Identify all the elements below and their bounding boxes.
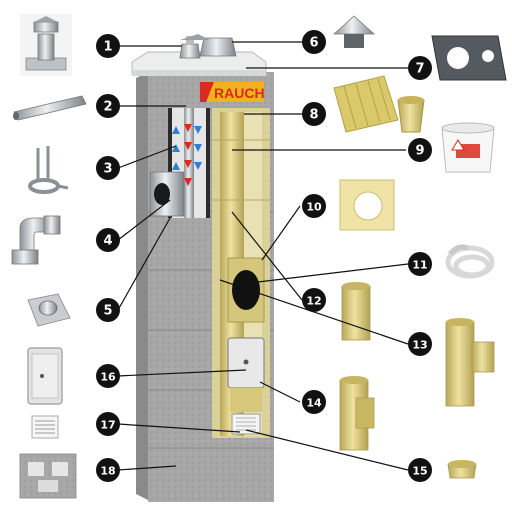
callout-badge-circle [302,390,326,414]
part-thumbnail-13 [445,318,495,407]
callout-number: 15 [412,465,427,478]
callout-badge-18: 18 [96,458,120,482]
rauch-logo: RAUCH [200,82,265,102]
part-thumbnail-5 [27,293,71,327]
chimney-side-face [136,72,148,500]
ventilation-grille [231,413,261,435]
callout-badge-circle [408,138,432,162]
callout-badge-2: 2 [96,94,120,118]
callout-number: 14 [306,397,322,410]
flue-opening [232,270,260,310]
callout-badge-circle [96,156,120,180]
part-thumbnail-8 [333,75,425,133]
callout-badge-circle [96,34,120,58]
callout-badge-16: 16 [96,364,120,388]
callout-badge-circle [408,458,432,482]
callout-number: 12 [306,295,321,308]
callout-badge-circle [302,194,326,218]
part-thumbnail-18 [19,453,77,499]
part-thumbnail-1 [20,14,72,76]
callout-badge-circle [96,228,120,252]
leader-lines [117,41,409,471]
brand-name: RAUCH [214,85,265,101]
callout-badge-8: 8 [302,102,326,126]
callout-number: 18 [100,465,115,478]
part-thumbnail-4 [11,215,61,265]
callout-badge-12: 12 [302,288,326,312]
callout-badge-11: 11 [408,252,432,276]
callout-number: 10 [306,201,322,214]
part-thumbnail-16 [27,347,63,405]
part-thumbnail-9 [441,122,495,173]
callout-badge-15: 15 [408,458,432,482]
callout-badge-4: 4 [96,228,120,252]
callout-badge-circle [408,56,432,80]
chimney-stack: RAUCH [131,34,274,502]
callout-badge-circle [408,332,432,356]
callout-badge-circle [96,94,120,118]
callout-badge-13: 13 [408,332,432,356]
chimney-top-pipe [179,34,237,59]
callout-badge-7: 7 [408,56,432,80]
part-thumbnail-14 [339,376,375,451]
callout-badge-6: 6 [302,30,326,54]
callout-number: 17 [100,419,115,432]
callout-badge-14: 14 [302,390,326,414]
part-thumbnail-2 [13,95,87,121]
callout-badge-circle [96,298,120,322]
part-thumbnail-6 [332,15,376,48]
callout-number: 16 [100,371,116,384]
callout-number: 7 [415,62,424,77]
part-thumbnail-12 [341,282,371,341]
callout-number: 4 [103,234,112,249]
callout-number: 3 [103,162,112,177]
callout-number: 5 [103,304,112,319]
callout-number: 8 [309,108,318,123]
callout-number: 11 [412,259,427,272]
callout-badge-17: 17 [96,412,120,436]
callout-number: 9 [415,144,424,159]
callout-badge-1: 1 [96,34,120,58]
callout-number: 13 [412,339,427,352]
callout-number: 6 [309,36,318,51]
part-thumbnail-17 [31,415,59,439]
part-thumbnail-11 [445,244,495,279]
callout-badge-circle [302,30,326,54]
part-thumbnail-10 [339,179,395,231]
part-thumbnail-3 [28,146,69,194]
callout-badge-9: 9 [408,138,432,162]
callout-badge-circle [96,364,120,388]
part-thumbnail-7 [431,35,507,81]
callout-badge-circle [302,102,326,126]
part-thumbnail-15 [447,460,477,479]
callout-badge-circle [96,412,120,436]
callout-number: 1 [103,40,112,55]
callout-badge-10: 10 [302,194,326,218]
callout-badge-circle [96,458,120,482]
callout-number: 2 [103,100,112,115]
callout-badge-circle [408,252,432,276]
callout-badge-3: 3 [96,156,120,180]
callout-badge-circle [302,288,326,312]
callout-badge-5: 5 [96,298,120,322]
